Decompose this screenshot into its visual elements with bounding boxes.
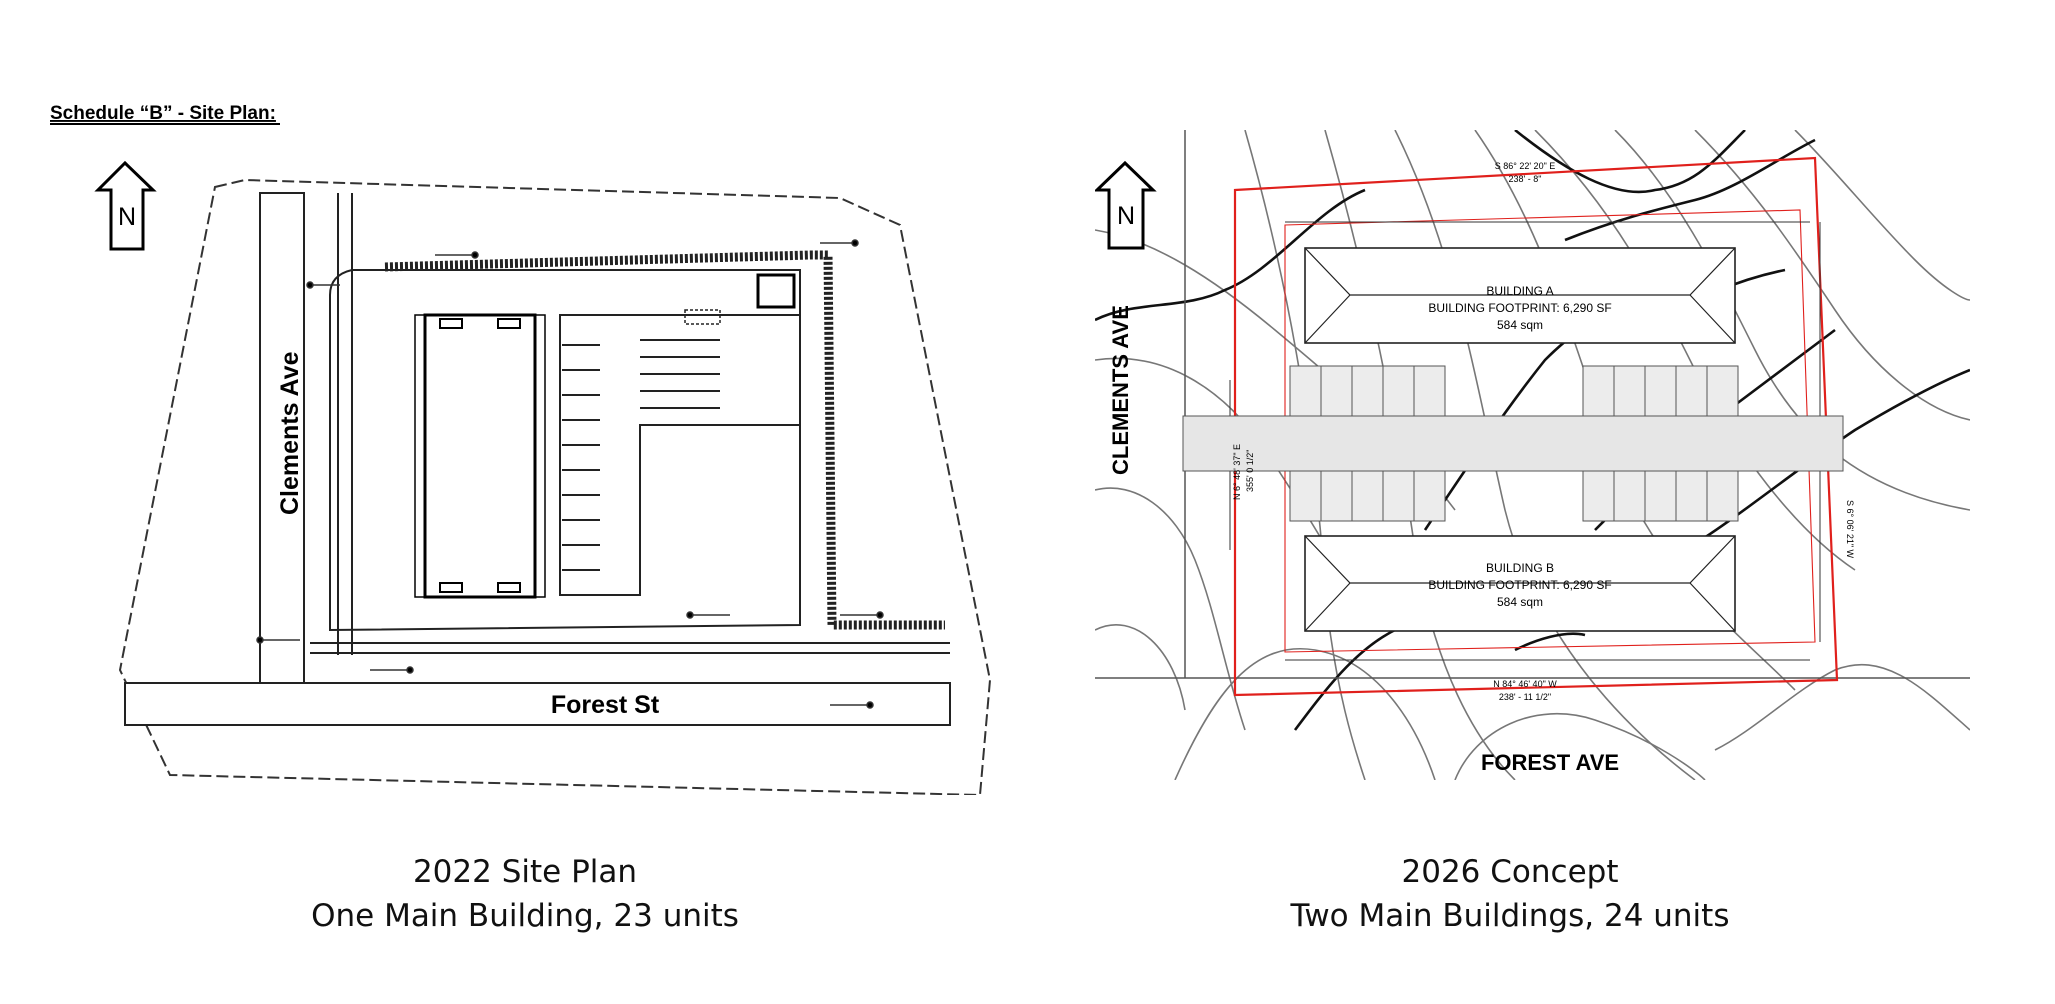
dimension-south: 238' - 11 1/2"	[1499, 692, 1551, 702]
caption-2026-title: 2026 Concept	[1401, 854, 1619, 890]
lot-driveway-outline	[329, 269, 801, 632]
building-b-name: BUILDING B	[1486, 561, 1554, 575]
schedule-title: Schedule “B” - Site Plan:	[50, 103, 276, 124]
north-arrow-icon: N	[1093, 160, 1157, 250]
property-line	[1233, 156, 1839, 697]
caption-2026-subtitle: Two Main Buildings, 24 units	[1290, 898, 1730, 934]
dimension-north: 238' - 8"	[1509, 174, 1542, 184]
building-balcony	[439, 318, 463, 329]
building-a: BUILDING A BUILDING FOOTPRINT: 6,290 SF …	[1304, 247, 1736, 344]
site-plan-2022-drawing: Schedule “B” - Site Plan: N Clements Ave…	[50, 103, 992, 797]
parking-stalls-ne	[1582, 365, 1739, 417]
annotation-leaders	[256, 239, 884, 709]
setback-line	[1284, 209, 1816, 653]
north-label-concept: N	[1117, 202, 1135, 230]
garbage-enclosure	[756, 273, 796, 309]
bearing-south: N 84° 46' 40" W	[1493, 679, 1557, 689]
street-label-clements-concept: CLEMENTS AVE	[1108, 305, 1133, 475]
building-b-area: 584 sqm	[1497, 595, 1543, 609]
hatched-ramp	[684, 309, 721, 325]
north-arrow-icon: N	[94, 160, 157, 251]
bearing-east: S 6° 06' 21" W	[1845, 500, 1855, 559]
street-label-forest-concept: FOREST AVE	[1481, 750, 1619, 775]
bearing-west: N 6° 48' 37" E	[1232, 444, 1242, 500]
building-a-footprint: BUILDING FOOTPRINT: 6,290 SF	[1428, 301, 1611, 315]
forest-st-road	[124, 682, 951, 726]
building-balcony	[497, 318, 521, 329]
caption-2026: 2026 Concept Two Main Buildings, 24 unit…	[1210, 850, 1810, 938]
drive-aisle	[1182, 415, 1844, 472]
topographic-contours	[1094, 129, 1971, 781]
caption-2022-subtitle: One Main Building, 23 units	[311, 898, 739, 934]
parking-stalls-west	[562, 344, 600, 571]
building-b: BUILDING B BUILDING FOOTPRINT: 6,290 SF …	[1304, 535, 1736, 632]
main-building	[423, 313, 537, 599]
building-b-footprint: BUILDING FOOTPRINT: 6,290 SF	[1428, 578, 1611, 592]
parking-stall-lines	[1320, 366, 1708, 521]
street-label-forest: Forest St	[551, 691, 660, 719]
parking-stalls-nw	[1289, 365, 1446, 417]
site-plan-2026-concept: BUILDING A BUILDING FOOTPRINT: 6,290 SF …	[1093, 128, 1971, 781]
parking-lot	[559, 314, 801, 596]
caption-2022: 2022 Site Plan One Main Building, 23 uni…	[225, 850, 825, 938]
site-boundary-dashed	[118, 178, 992, 797]
north-label: N	[118, 203, 136, 231]
caption-2022-title: 2022 Site Plan	[412, 854, 638, 890]
bearing-north: S 86° 22' 20" E	[1495, 161, 1556, 171]
building-balcony	[439, 582, 463, 593]
dimension-west: 355' 0 1/2"	[1245, 450, 1255, 492]
clements-ave-road	[259, 192, 305, 684]
building-balcony	[497, 582, 521, 593]
parking-stalls-sw	[1289, 470, 1446, 522]
concept-drawing: BUILDING A BUILDING FOOTPRINT: 6,290 SF …	[1093, 128, 1971, 781]
site-plan-2022: Schedule “B” - Site Plan: N Clements Ave…	[40, 95, 1010, 797]
parking-stalls-center	[640, 339, 720, 409]
landscape-buffer	[384, 250, 945, 630]
building-a-area: 584 sqm	[1497, 318, 1543, 332]
street-label-clements: Clements Ave	[276, 351, 304, 515]
building-a-name: BUILDING A	[1486, 284, 1553, 298]
main-building-outline	[414, 314, 546, 598]
parking-stalls-se	[1582, 470, 1739, 522]
